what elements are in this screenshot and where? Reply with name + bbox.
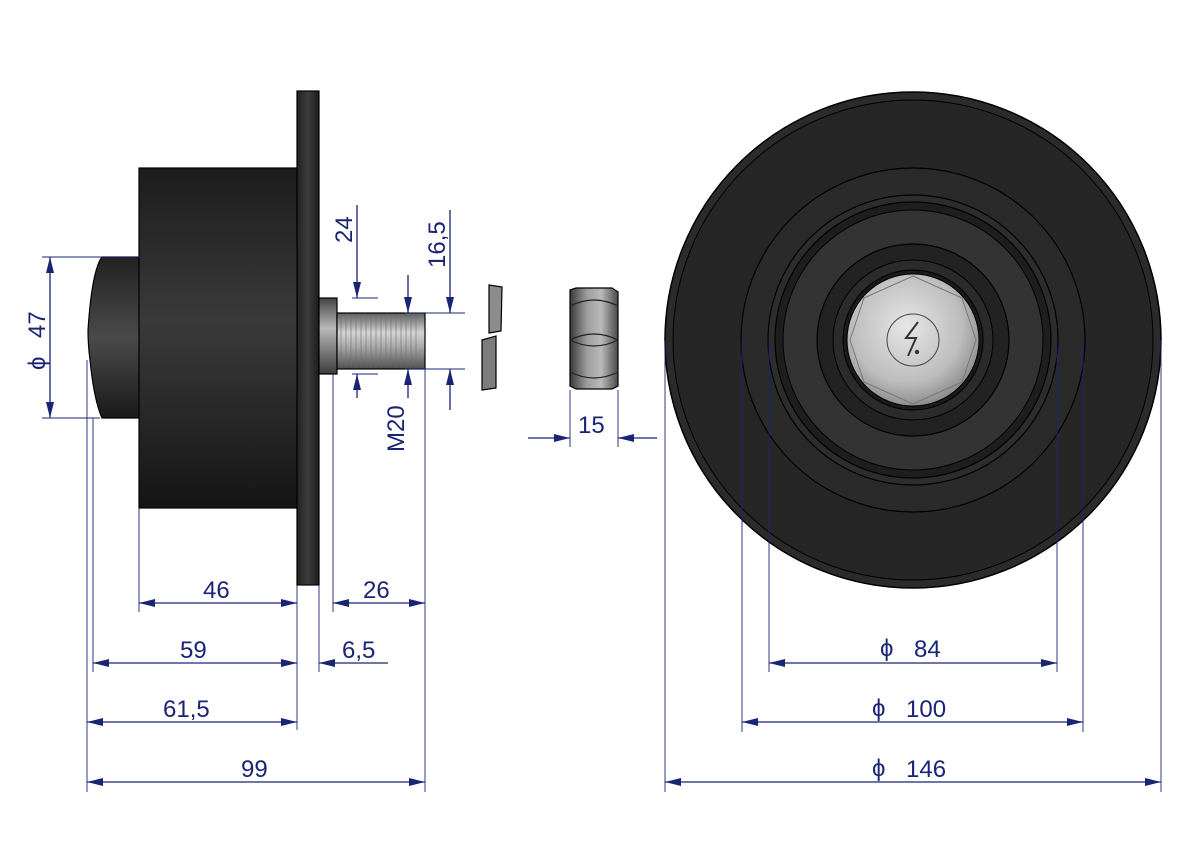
- dim-16-5: 16,5: [424, 221, 451, 268]
- side-view: [87, 90, 619, 586]
- dim-61-5: 61,5: [163, 696, 210, 723]
- roller-body: [138, 167, 301, 509]
- spring-washer: [481, 284, 503, 391]
- bolt-shoulder: [318, 297, 338, 375]
- dimension-labels: ϕ 47 24 16,5 M20 15 46 26 59 6,5 61,5 99…: [24, 216, 946, 783]
- dim-100: 100: [906, 696, 946, 723]
- dim-diameter-symbol-100: ϕ: [872, 695, 885, 722]
- dim-diameter-symbol-84: ϕ: [880, 635, 893, 662]
- flange-plate: [296, 90, 320, 586]
- dim-26: 26: [363, 577, 390, 604]
- dim-146: 146: [906, 756, 946, 783]
- dim-6-5: 6,5: [342, 637, 375, 664]
- front-view: [664, 91, 1162, 589]
- dome-cap: [87, 256, 141, 419]
- dim-15: 15: [578, 412, 605, 439]
- dim-59: 59: [180, 637, 207, 664]
- dim-24: 24: [331, 216, 358, 243]
- dim-99: 99: [241, 756, 268, 783]
- dim-diameter-symbol-146: ϕ: [872, 755, 885, 782]
- hub-cap: [846, 273, 980, 407]
- dim-46: 46: [203, 577, 230, 604]
- dim-84: 84: [914, 636, 941, 663]
- bolt-thread-lines: [340, 315, 420, 367]
- lightning-logo-icon: [904, 321, 920, 357]
- dim-diameter-symbol-47: ϕ: [24, 357, 51, 370]
- dimension-lines: [42, 205, 1162, 792]
- dim-m20: M20: [383, 405, 410, 452]
- hex-nut: [569, 287, 619, 390]
- dim-47: 47: [24, 311, 51, 338]
